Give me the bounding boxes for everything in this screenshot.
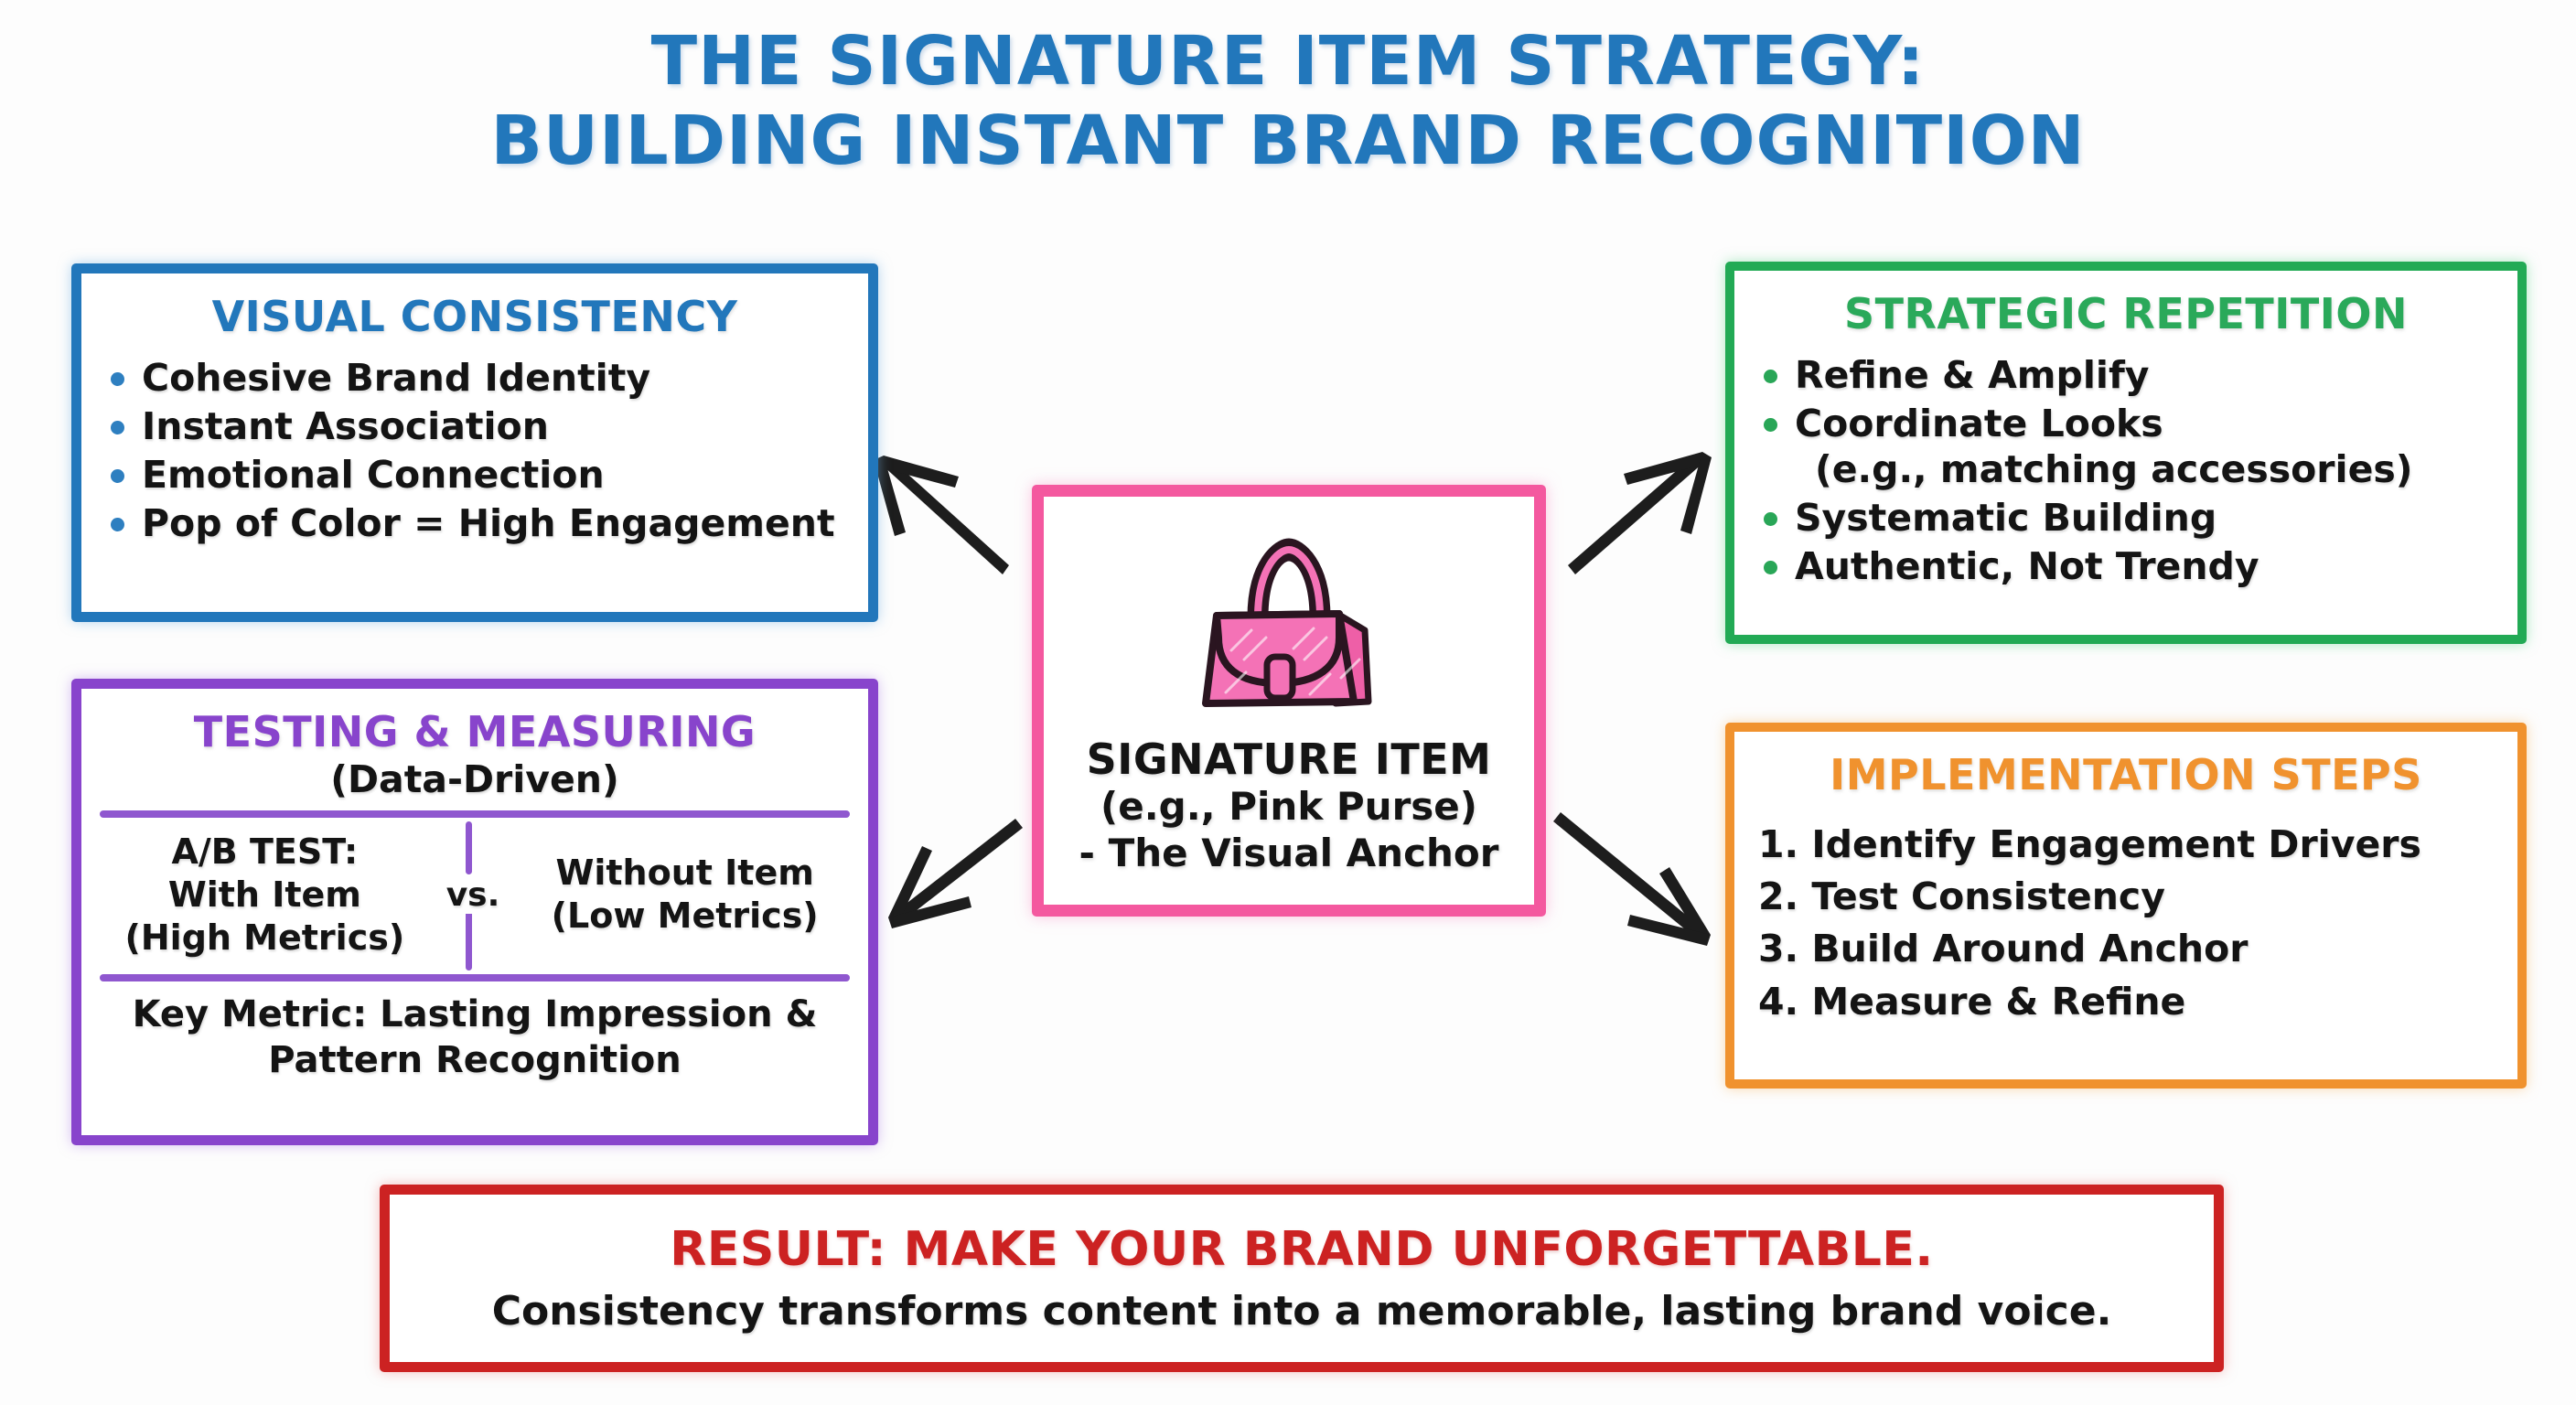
list-item-label: Pop of Color = High Engagement	[142, 500, 835, 545]
list-item: 2. Test Consistency	[1758, 874, 2165, 918]
list-item-label: Cohesive Brand Identity	[142, 355, 651, 400]
key-metric-line-1: Key Metric: Lasting Impression &	[132, 992, 818, 1035]
list-item-subtext: (e.g., matching accessories)	[1815, 446, 2413, 491]
title-line-1: THE SIGNATURE ITEM STRATEGY:	[650, 22, 1926, 101]
bullet-dot-icon	[111, 468, 124, 483]
card-testing-measuring: TESTING & MEASURING (Data-Driven) A/B TE…	[71, 679, 878, 1145]
bullet-dot-icon	[1764, 511, 1777, 526]
card-title-strategic-repetition: STRATEGIC REPETITION	[1844, 289, 2408, 338]
list-item: Authentic, Not Trendy	[1758, 543, 2499, 589]
result-heading: RESULT: MAKE YOUR BRAND UNFORGETTABLE.	[670, 1222, 1934, 1277]
bullet-list-visual-consistency: Cohesive Brand Identity Instant Associat…	[100, 355, 850, 546]
list-item: 1. Identify Engagement Drivers	[1758, 821, 2421, 866]
ab-test-variant-a-line2: With Item	[167, 874, 361, 915]
bullet-dot-icon	[1764, 560, 1777, 574]
list-item: Emotional Connection	[105, 452, 850, 498]
signature-item-anchor: - The Visual Anchor	[1079, 830, 1499, 875]
card-signature-item: SIGNATURE ITEM (e.g., Pink Purse) - The …	[1032, 485, 1546, 917]
bullet-list-strategic-repetition: Refine & Amplify Coordinate Looks (e.g.,…	[1753, 352, 2499, 589]
signature-item-example: (e.g., Pink Purse)	[1100, 784, 1477, 830]
list-item: Cohesive Brand Identity	[105, 355, 850, 401]
arrow-to-strategic-repetition	[1568, 452, 1712, 574]
list-item-label: Instant Association	[142, 403, 549, 448]
ab-test-variant-b-line1: Without Item	[555, 853, 814, 894]
ab-test-label: A/B TEST:	[171, 831, 359, 872]
ab-test-variant-a: A/B TEST: With Item (High Metrics)	[100, 831, 443, 960]
list-item-label: Refine & Amplify	[1795, 352, 2150, 397]
key-metric-line-2: Pattern Recognition	[268, 1038, 682, 1081]
numbered-list-implementation-steps: 1. Identify Engagement Drivers 2. Test C…	[1753, 819, 2499, 1029]
signature-item-title: SIGNATURE ITEM	[1086, 735, 1492, 784]
bullet-dot-icon	[111, 420, 124, 434]
title-line-2: BUILDING INSTANT BRAND RECOGNITION	[490, 102, 2086, 181]
bullet-dot-icon	[1764, 369, 1777, 383]
list-item: 4. Measure & Refine	[1758, 979, 2186, 1024]
ab-test-comparison: A/B TEST: With Item (High Metrics) vs. W…	[100, 820, 850, 971]
key-metric: Key Metric: Lasting Impression & Pattern…	[100, 985, 850, 1083]
divider-bottom	[100, 973, 850, 981]
list-item: Coordinate Looks (e.g., matching accesso…	[1758, 401, 2499, 492]
list-item-label: Emotional Connection	[142, 452, 605, 497]
card-result: RESULT: MAKE YOUR BRAND UNFORGETTABLE. C…	[380, 1185, 2224, 1372]
list-item-label: Systematic Building	[1795, 495, 2217, 540]
signature-item-caption: SIGNATURE ITEM (e.g., Pink Purse) - The …	[1079, 735, 1499, 876]
ab-test-variant-b: Without Item (Low Metrics)	[503, 852, 850, 938]
card-title-implementation-steps: IMPLEMENTATION STEPS	[1830, 750, 2422, 799]
ab-test-vs-label: vs.	[442, 875, 504, 914]
result-subtext: Consistency transforms content into a me…	[491, 1288, 2112, 1335]
list-item: Pop of Color = High Engagement	[105, 500, 850, 546]
pink-purse-icon	[1175, 522, 1403, 725]
bullet-dot-icon	[111, 517, 124, 531]
arrow-to-implementation-steps	[1553, 812, 1711, 946]
testing-subtitle: (Data-Driven)	[330, 756, 619, 801]
list-item: Instant Association	[105, 403, 850, 449]
divider-top	[100, 810, 850, 818]
card-implementation-steps: IMPLEMENTATION STEPS 1. Identify Engagem…	[1725, 723, 2527, 1089]
arrow-to-testing-measuring	[888, 819, 1023, 928]
bullet-dot-icon	[1764, 417, 1777, 432]
card-title-testing-measuring: TESTING & MEASURING	[193, 707, 757, 756]
list-item-label: Coordinate Looks	[1795, 401, 2163, 445]
list-item: 3. Build Around Anchor	[1758, 927, 2249, 971]
divider-vertical-top	[466, 820, 472, 874]
card-visual-consistency: VISUAL CONSISTENCY Cohesive Brand Identi…	[71, 263, 878, 622]
bullet-dot-icon	[111, 371, 124, 386]
ab-test-variant-a-metric: (High Metrics)	[124, 917, 405, 958]
page-title: THE SIGNATURE ITEM STRATEGY: BUILDING IN…	[0, 22, 2576, 182]
list-item: Systematic Building	[1758, 495, 2499, 541]
divider-vertical-bottom	[466, 907, 472, 971]
arrow-to-visual-consistency	[874, 456, 1009, 574]
list-item: Refine & Amplify	[1758, 352, 2499, 398]
ab-test-variant-b-metric: (Low Metrics)	[551, 896, 819, 937]
card-strategic-repetition: STRATEGIC REPETITION Refine & Amplify Co…	[1725, 262, 2527, 644]
list-item-label: Authentic, Not Trendy	[1795, 543, 2259, 588]
card-title-visual-consistency: VISUAL CONSISTENCY	[211, 292, 738, 341]
